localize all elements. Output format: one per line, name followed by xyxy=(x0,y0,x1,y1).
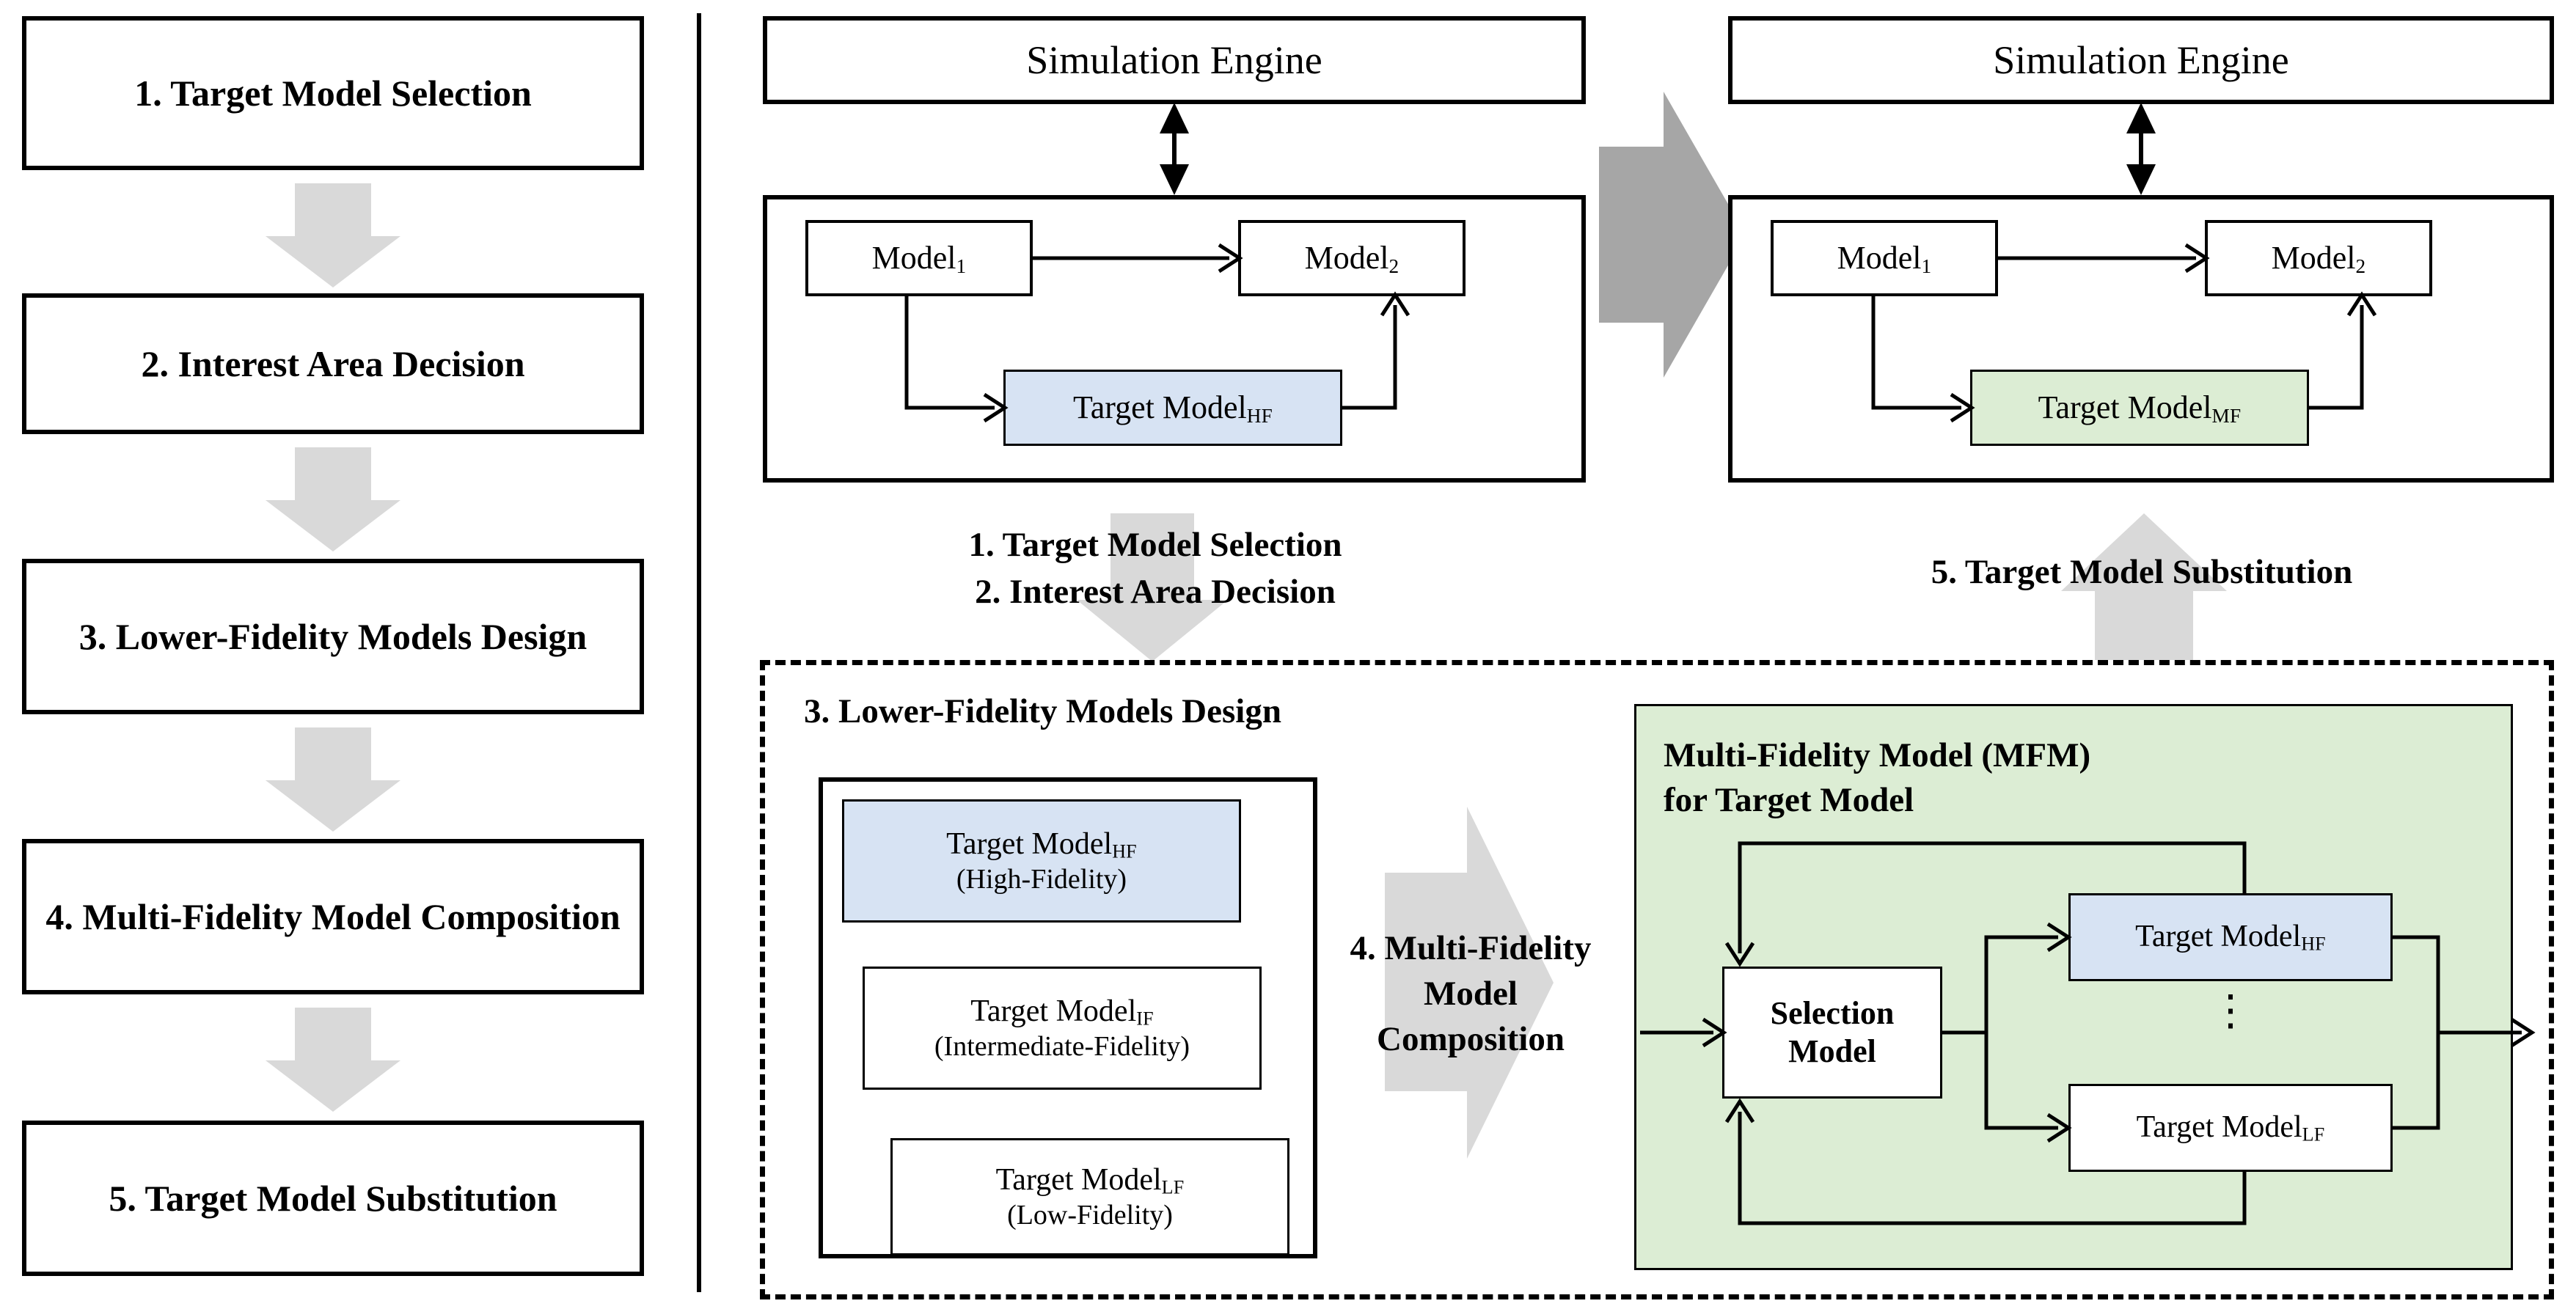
mfm-title: Multi-Fidelity Model (MFM) for Target Mo… xyxy=(1664,736,2091,820)
after-model-2-label: Model2 xyxy=(2271,239,2366,277)
mfm-target-model-lf-box: Target ModelLF xyxy=(2068,1084,2393,1172)
flow-step-1-label: 1. Target Model Selection xyxy=(134,73,532,114)
before-simulation-engine-box: Simulation Engine xyxy=(763,16,1586,104)
before-target-model-hf-box: Target ModelHF xyxy=(1003,370,1342,446)
flow-step-3-box: 3. Lower-Fidelity Models Design xyxy=(22,559,644,714)
fidelity-model-if-label: Target ModelIF xyxy=(970,994,1154,1030)
flow-step-4-box: 4. Multi-Fidelity Model Composition xyxy=(22,839,644,994)
after-target-model-mf-label: Target ModelMF xyxy=(2038,389,2242,427)
before-simulation-engine-title: Simulation Engine xyxy=(1026,38,1322,82)
fidelity-model-lf-label: Target ModelLF xyxy=(995,1163,1185,1198)
before-target-model-hf-label: Target ModelHF xyxy=(1072,389,1273,427)
lower-fidelity-dashed-section xyxy=(760,660,2554,1299)
fidelity-model-hf-note: (High-Fidelity) xyxy=(956,863,1127,895)
flow-step-5-label: 5. Target Model Substitution xyxy=(109,1177,557,1219)
after-model-1-label: Model1 xyxy=(1837,239,1932,277)
after-target-model-mf-box: Target ModelMF xyxy=(1970,370,2309,446)
mfm-target-model-hf-label: Target ModelHF xyxy=(2135,920,2326,955)
panel-divider xyxy=(697,13,701,1292)
flow-step-1-box: 1. Target Model Selection xyxy=(22,16,644,170)
fidelity-model-hf-box: Target ModelHF (High-Fidelity) xyxy=(842,799,1241,923)
after-simulation-engine-box: Simulation Engine xyxy=(1728,16,2554,104)
mfm-vertical-ellipsis-icon: ⋮ xyxy=(2209,986,2252,1034)
mfm-target-model-hf-box: Target ModelHF xyxy=(2068,893,2393,981)
mfm-target-model-lf-label: Target ModelLF xyxy=(2136,1110,2325,1145)
dashed-section-title: 3. Lower-Fidelity Models Design xyxy=(804,692,1281,730)
fidelity-model-hf-label: Target ModelHF xyxy=(946,827,1137,862)
flow-step-3-label: 3. Lower-Fidelity Models Design xyxy=(78,615,588,657)
after-simulation-engine-title: Simulation Engine xyxy=(1993,38,2289,82)
flow-step-2-label: 2. Interest Area Decision xyxy=(141,343,525,384)
flow-step-4-label: 4. Multi-Fidelity Model Composition xyxy=(45,895,621,937)
before-model-1-box: Model1 xyxy=(805,220,1033,296)
composition-label: 4. Multi-Fidelity Model Composition xyxy=(1350,929,1592,1059)
before-model-2-box: Model2 xyxy=(1238,220,1466,296)
fidelity-model-if-box: Target ModelIF (Intermediate-Fidelity) xyxy=(863,967,1262,1090)
mfm-selection-model-box: Selection Model xyxy=(1722,967,1942,1099)
after-model-1-box: Model1 xyxy=(1771,220,1998,296)
fidelity-model-lf-box: Target ModelLF (Low-Fidelity) xyxy=(890,1138,1289,1255)
caption-step-5: 5. Target Model Substitution xyxy=(1931,553,2353,591)
flow-step-5-box: 5. Target Model Substitution xyxy=(22,1121,644,1276)
after-model-2-box: Model2 xyxy=(2205,220,2432,296)
mfm-selection-model-label: Selection Model xyxy=(1770,995,1895,1069)
before-model-2-label: Model2 xyxy=(1304,239,1399,277)
before-model-1-label: Model1 xyxy=(871,239,967,277)
fidelity-model-if-note: (Intermediate-Fidelity) xyxy=(934,1030,1190,1062)
caption-step-1-2: 1. Target Model Selection 2. Interest Ar… xyxy=(968,526,1342,611)
fidelity-model-lf-note: (Low-Fidelity) xyxy=(1007,1199,1173,1231)
flow-step-2-box: 2. Interest Area Decision xyxy=(22,293,644,434)
